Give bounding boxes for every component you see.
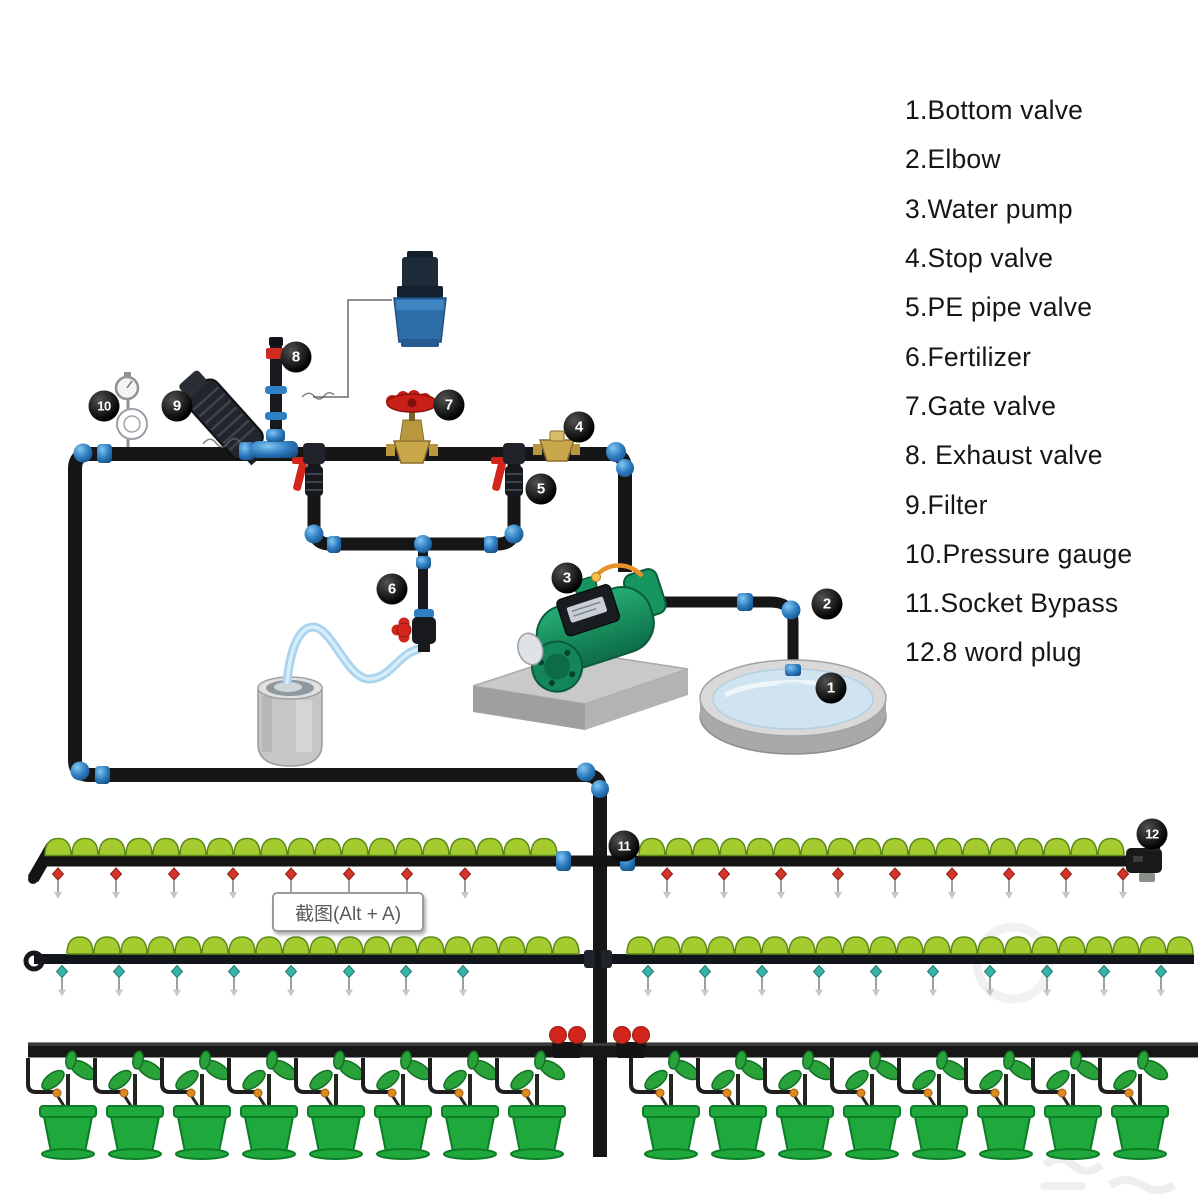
legend-item-9: 9.Filter	[905, 489, 988, 520]
badge-filter: 9	[161, 390, 193, 422]
pe-pipe-valve-left	[292, 457, 323, 496]
drip-line-2-end-ring	[23, 950, 45, 972]
fertilizer-tank-callout	[313, 251, 447, 398]
legend-item-5: 5.PE pipe valve	[905, 292, 1093, 323]
legend-item-4: 4.Stop valve	[905, 243, 1054, 274]
badge-socket-bypass: 11	[608, 830, 640, 862]
drip-line-1-end-cap	[28, 874, 38, 884]
badge-fertilizer: 6	[376, 573, 408, 605]
legend-item-2: 2.Elbow	[905, 144, 1001, 175]
legend-item-1: 1.Bottom valve	[905, 95, 1084, 126]
badge-bottom-valve: 1	[815, 672, 847, 704]
screenshot-tooltip[interactable]: 截图(Alt + A)	[272, 892, 424, 932]
pipe-fittings	[70, 429, 801, 968]
badge-water-pump: 3	[551, 562, 583, 594]
fertilizer-suction-tube	[282, 622, 422, 685]
parts-legend: 1.Bottom valve 2.Elbow 3.Water pump 4.St…	[905, 86, 1132, 678]
basin-water-over-pipe	[771, 682, 815, 698]
pressure-gauge	[114, 372, 148, 447]
badge-exhaust-valve: 8	[280, 341, 312, 373]
legend-item-6: 6.Fertilizer	[905, 341, 1032, 372]
drip-emitters-row-1	[44, 837, 1125, 857]
badge-elbow: 2	[811, 588, 843, 620]
pump-cable	[594, 563, 644, 578]
legend-item-8: 8. Exhaust valve	[905, 440, 1103, 471]
line3-red-valves	[549, 1026, 650, 1058]
fertilizer-bucket	[257, 676, 323, 767]
watermark-bottom-right	[1040, 1155, 1177, 1194]
basin-inlet-collar	[785, 664, 801, 676]
pump-cable-connector	[591, 572, 601, 582]
legend-item-3: 3.Water pump	[905, 193, 1073, 224]
badge-pe-pipe-valve: 5	[525, 473, 557, 505]
pump-platform	[472, 651, 689, 730]
drip-emitters-row-2	[66, 936, 1194, 955]
gate-valve	[386, 390, 438, 464]
legend-item-11: 11.Socket Bypass	[905, 588, 1119, 619]
badge-gate-valve: 7	[433, 389, 465, 421]
stop-valve	[533, 430, 580, 462]
legend-item-7: 7.Gate valve	[905, 390, 1057, 421]
legend-item-10: 10.Pressure gauge	[905, 538, 1133, 569]
red-drippers-row-1	[51, 867, 1130, 900]
badge-8-word-plug: 12	[1136, 818, 1168, 850]
badge-stop-valve: 4	[563, 411, 595, 443]
badge-pressure-gauge: 10	[88, 390, 120, 422]
fertilizer-valve	[391, 609, 436, 652]
pe-pipe-valve-right	[491, 457, 523, 496]
legend-item-12: 12.8 word plug	[905, 637, 1082, 668]
water-pump	[517, 568, 667, 693]
